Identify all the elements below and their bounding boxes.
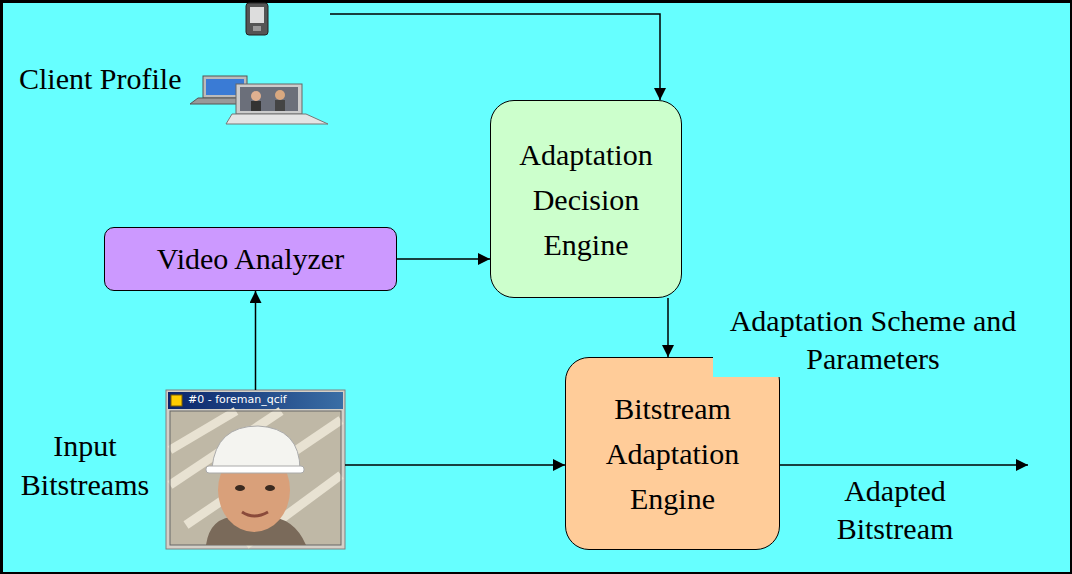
flow-arrow — [397, 258, 490, 260]
output-arrow — [780, 464, 1028, 466]
node-label: Video Analyzer — [157, 241, 344, 277]
input-bitstream-window: Input Bitstreams#0 - foreman_qcif — [166, 390, 345, 549]
edge-label: Adaptation Scheme and Parameters — [713, 302, 1033, 377]
node-label: Bitstream Adaptation Engine — [595, 386, 750, 521]
video-analyzer-box: Video Analyzer — [104, 227, 397, 291]
video-frame-picture — [166, 390, 345, 549]
pda-icon — [246, 3, 268, 35]
client-profile: Client Profile — [15, 5, 330, 125]
input-heading: Input Bitstreams — [10, 426, 160, 504]
decision-engine-box: Adaptation Decision Engine — [490, 100, 682, 298]
flow-arrow — [255, 291, 257, 390]
node-label: Adaptation Decision Engine — [509, 132, 664, 267]
adaptation-engine-box: Bitstream Adaptation Engine — [565, 357, 780, 550]
window-title: #0 - foreman_qcif — [188, 393, 287, 406]
flow-arrow — [330, 14, 660, 100]
node-label: Client Profile — [19, 61, 181, 97]
flow-arrow — [345, 464, 565, 466]
laptop-video-icon — [226, 84, 328, 124]
device-icons — [190, 3, 328, 124]
output-label: Adapted Bitstream — [810, 472, 980, 547]
flow-arrow — [667, 298, 669, 357]
